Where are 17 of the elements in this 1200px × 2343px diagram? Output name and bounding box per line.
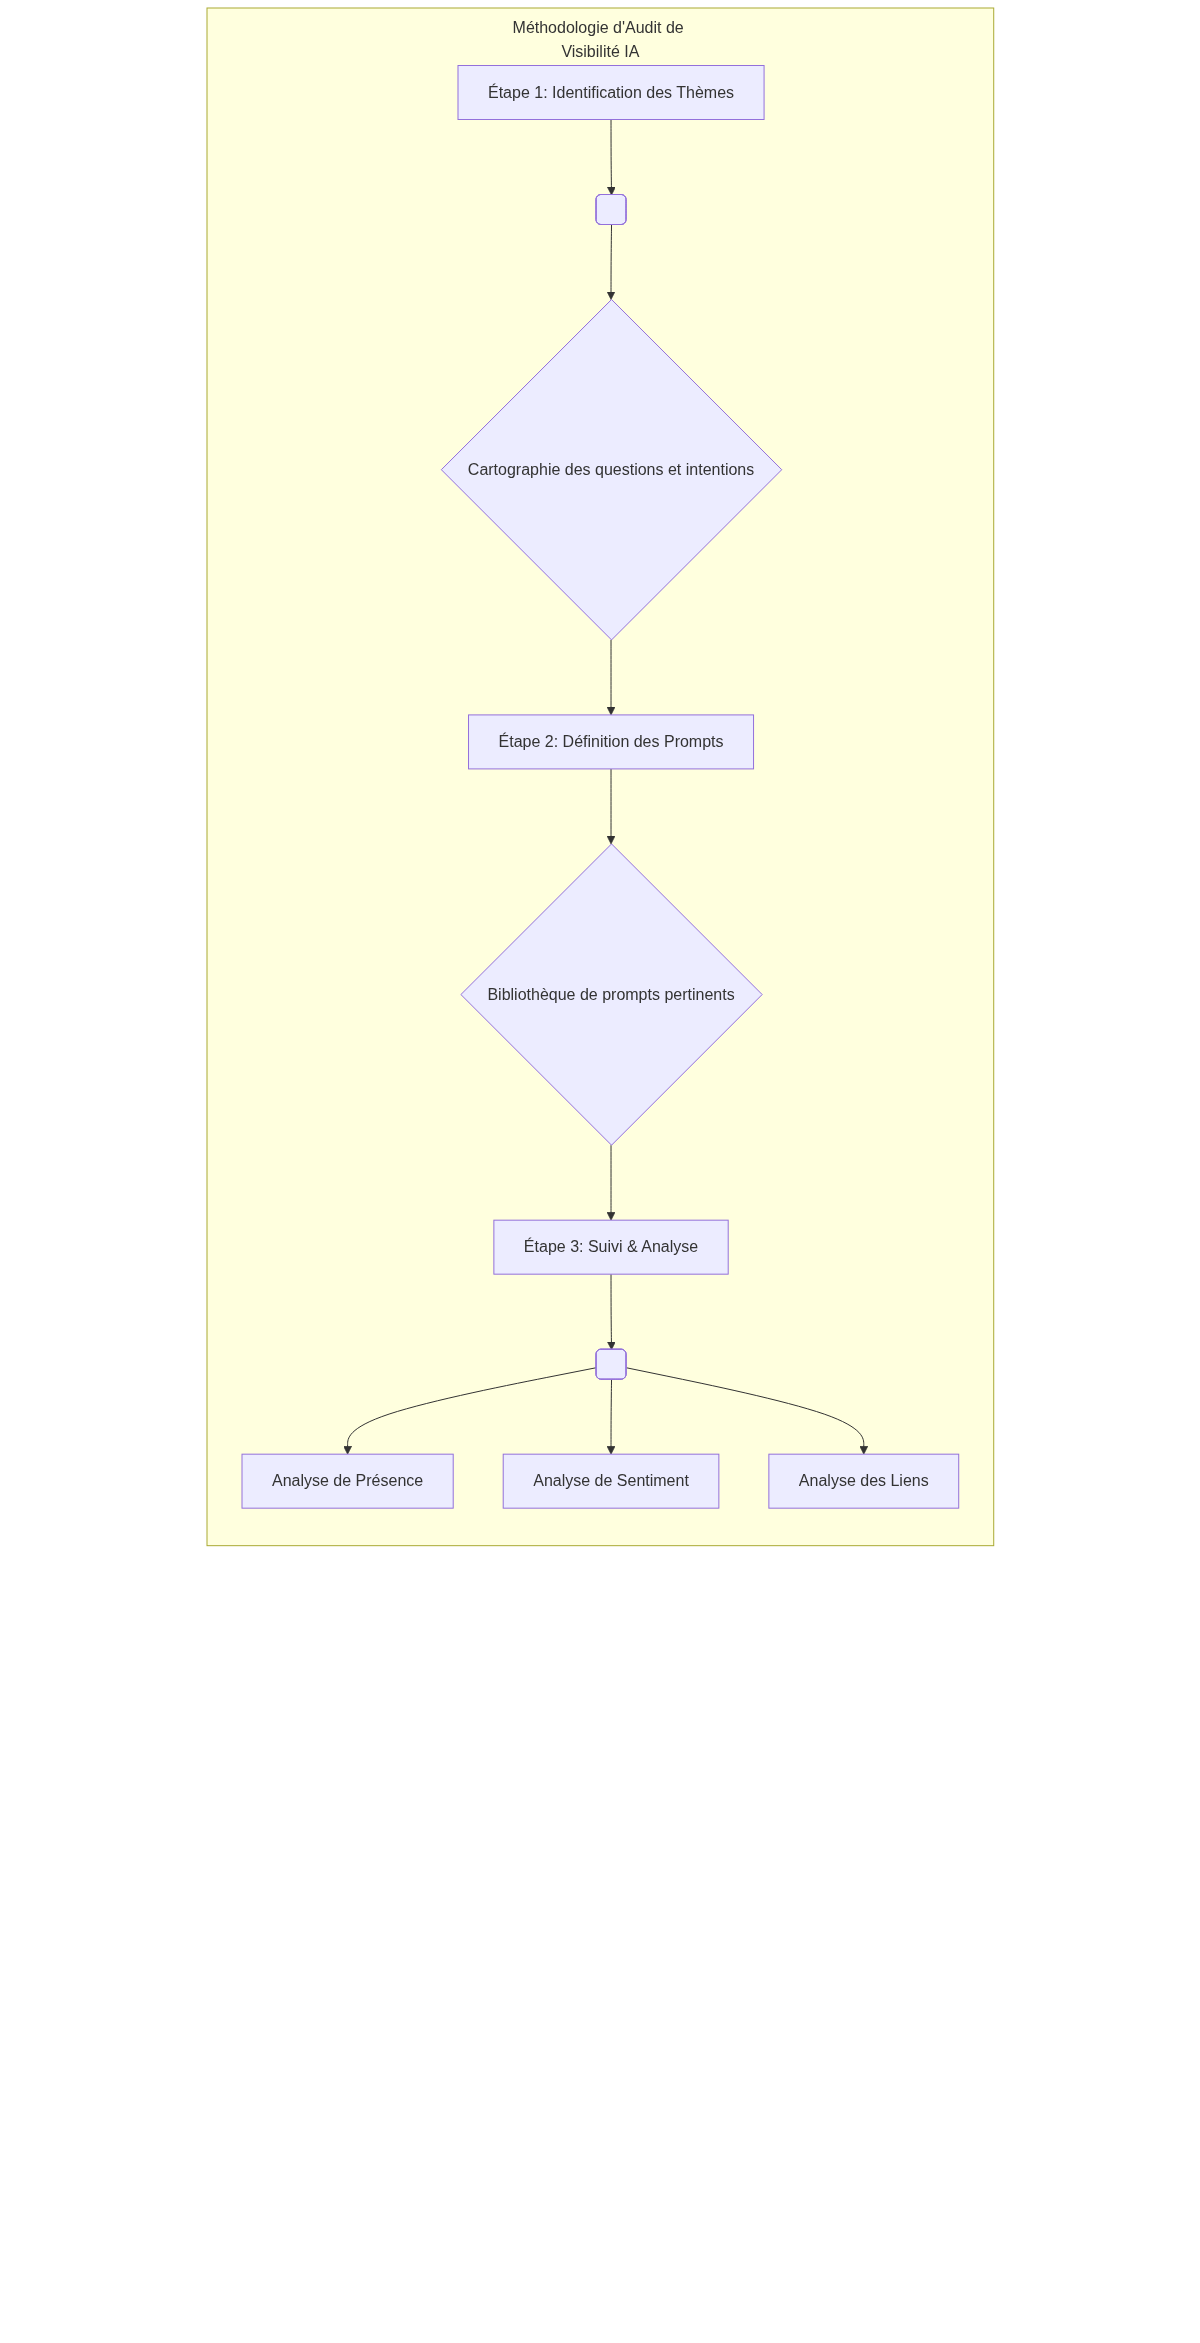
arrow [606, 119, 616, 196]
node-box: Étape 1: Identification des Thèmes [457, 65, 765, 120]
node-box: Étape 3: Suivi & Analyse [493, 1219, 729, 1275]
node-box: Analyse de Présence [241, 1453, 454, 1509]
arrow [606, 1379, 616, 1455]
arrow [342, 1367, 597, 1455]
arrow [606, 1273, 616, 1351]
arrow [606, 1144, 616, 1221]
node-box: Analyse des Liens [768, 1453, 959, 1509]
node-box: Analyse de Sentiment [502, 1453, 719, 1509]
arrow [606, 224, 616, 300]
arrow [606, 639, 616, 716]
node-diamond: Bibliothèque de prompts pertinents [460, 843, 763, 1146]
node-box: Étape 2: Définition des Prompts [467, 714, 754, 770]
arrow [606, 768, 616, 845]
node-diamond: Cartographie des questions et intentions [440, 299, 782, 641]
arrow [625, 1367, 868, 1455]
